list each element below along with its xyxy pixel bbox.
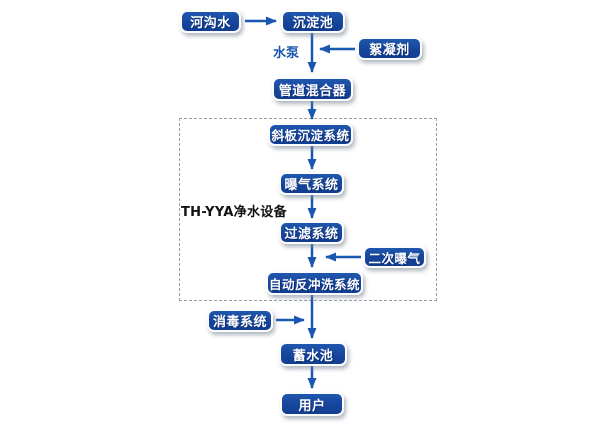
- pump-edge-label: 水泵: [273, 46, 300, 61]
- flow-node-sedimentation-tank: 沉淀池: [281, 10, 345, 33]
- flow-node-secondary-aeration: 二次曝气: [363, 246, 426, 268]
- flow-node-flocculant: 絮凝剂: [357, 37, 422, 60]
- flow-node-auto-backwash-system: 自动反冲洗系统: [266, 271, 363, 295]
- flow-node-pipe-mixer: 管道混合器: [272, 77, 353, 101]
- flow-node-inclined-plate-sedimentation-system: 斜板沉淀系统: [268, 123, 353, 146]
- flow-node-filtration-system: 过滤系统: [279, 221, 344, 244]
- flow-node-users: 用户: [280, 392, 344, 416]
- flow-node-aeration-system: 曝气系统: [279, 172, 344, 195]
- flow-node-storage-tank: 蓄水池: [279, 342, 347, 366]
- equipment-group-label: TH-YYA净水设备: [181, 205, 287, 220]
- flow-node-river-water: 河沟水: [180, 10, 241, 33]
- flow-node-disinfection-system: 消毒系统: [207, 309, 273, 332]
